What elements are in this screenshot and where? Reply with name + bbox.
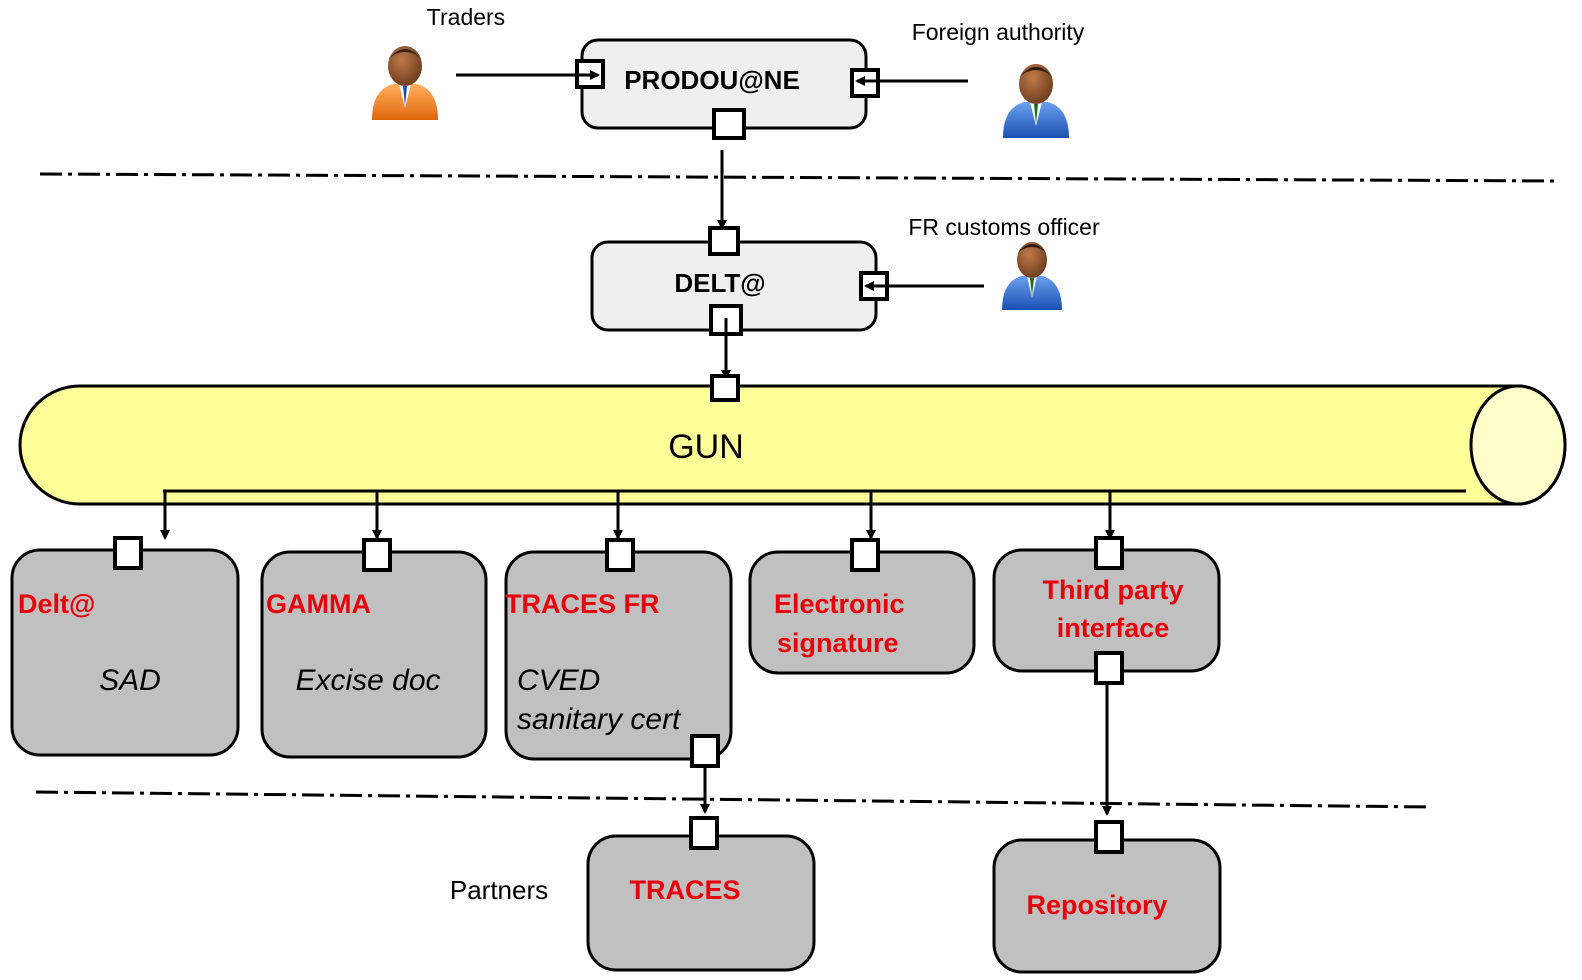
port-square: [362, 538, 392, 572]
port-square: [1094, 536, 1124, 570]
port-square: [710, 374, 740, 402]
system-gamma-name: GAMMA: [266, 589, 371, 619]
customs-officer-actor: FR customs officer: [908, 214, 1100, 310]
partner-traces: TRACES: [586, 816, 816, 972]
system-traces-fr-doc-line1: CVED: [517, 664, 600, 697]
person-icon: [372, 46, 438, 120]
system-third-party-interface: Third party interface: [992, 536, 1221, 685]
port-square: [712, 108, 746, 140]
gun-label: GUN: [668, 428, 744, 466]
port-square: [113, 536, 143, 570]
port-square: [605, 538, 635, 572]
gun-bus: GUN: [18, 374, 1567, 506]
port-square: [1094, 651, 1124, 685]
port-square: [850, 538, 880, 572]
port-square: [690, 734, 720, 768]
port-square: [850, 68, 880, 98]
port-square: [1094, 820, 1124, 854]
zone-separator-top: [39, 172, 1561, 183]
delta-portal: DELT@: [590, 226, 889, 336]
system-third-party-name-line1: Third party: [1042, 575, 1183, 605]
system-gamma-doc: Excise doc: [295, 664, 440, 697]
foreign-authority-actor: Foreign authority: [912, 19, 1085, 138]
system-delta-doc: SAD: [99, 664, 161, 697]
partner-traces-name: TRACES: [629, 875, 740, 905]
person-icon: [1002, 242, 1062, 310]
partner-repository-name: Repository: [1026, 890, 1167, 920]
partner-repository: Repository: [992, 820, 1222, 974]
port-square: [708, 226, 740, 256]
zone-separator-bottom: [35, 790, 1433, 809]
system-esign-name-line2: signature: [777, 628, 899, 658]
prodouane-label: PRODOU@NE: [624, 65, 800, 95]
system-traces-fr: TRACES FR CVED sanitary cert: [504, 538, 733, 768]
system-third-party-name-line2: interface: [1057, 613, 1170, 643]
prodouane-portal: PRODOU@NE: [575, 38, 880, 140]
partners-label: Partners: [450, 875, 548, 905]
customs-officer-label: FR customs officer: [908, 214, 1100, 240]
port-square: [689, 816, 719, 850]
traders-label: Traders: [427, 4, 505, 30]
system-traces-fr-name: TRACES FR: [505, 589, 660, 619]
person-icon: [1003, 64, 1069, 138]
foreign-authority-label: Foreign authority: [912, 19, 1085, 45]
system-delta-name: Delt@: [18, 589, 95, 619]
system-gamma: GAMMA Excise doc: [260, 538, 488, 759]
trader-actor: Traders: [372, 4, 505, 120]
system-electronic-signature: Electronic signature: [748, 538, 976, 675]
system-delta: Delt@ SAD: [10, 536, 240, 757]
system-traces-fr-doc-line2: sanitary cert: [517, 703, 682, 736]
delta-label: DELT@: [674, 268, 765, 298]
system-esign-name-line1: Electronic: [774, 589, 905, 619]
